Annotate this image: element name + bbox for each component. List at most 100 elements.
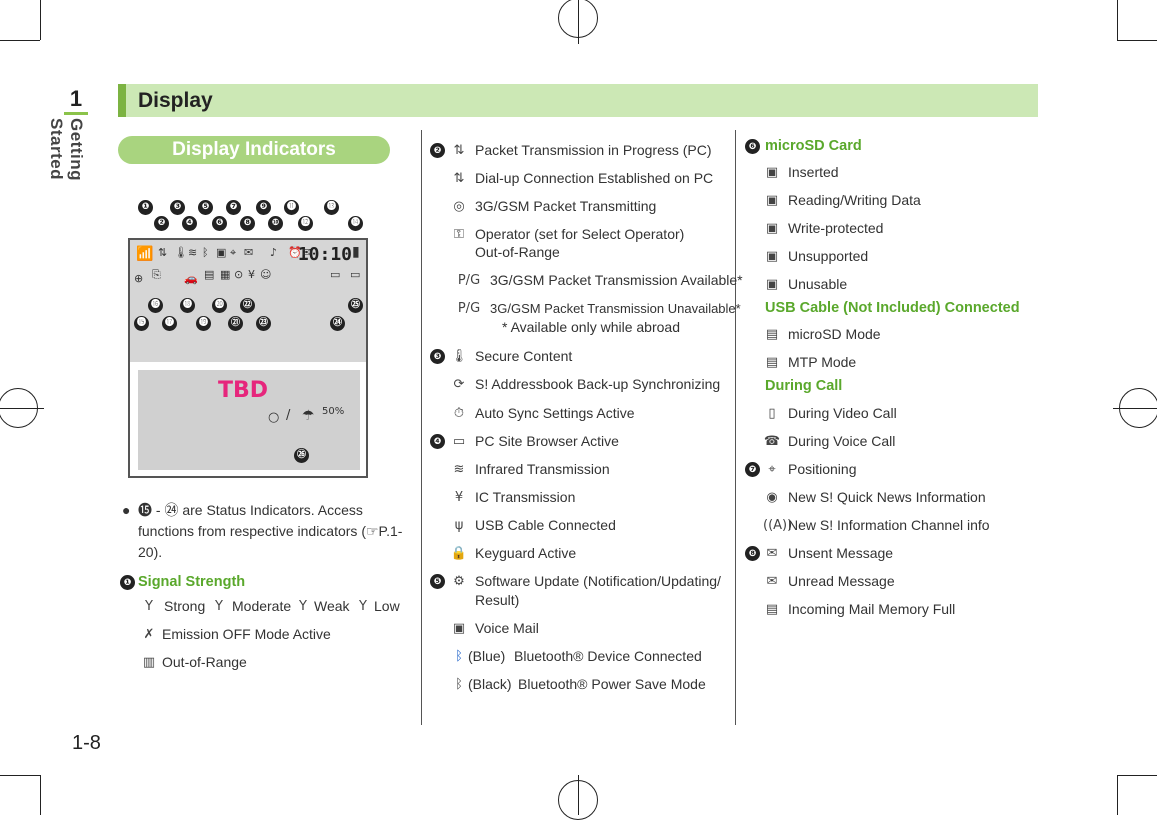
keyguard-label: Keyguard Active (475, 545, 577, 561)
unread-message-icon: ✉ (766, 574, 778, 589)
packet-icon: ⇅ (158, 246, 168, 259)
callout-26: ㉖ (294, 448, 309, 463)
pcsite-label: PC Site Browser Active (475, 433, 619, 449)
packet-pc-label: Packet Transmission in Progress (PC) (475, 142, 712, 158)
abroad-note: * Available only while abroad (502, 319, 680, 335)
callout-20: ⓴ (212, 298, 227, 313)
channel-label: New S! Information Channel info (788, 517, 990, 533)
microsd-heading: microSD Card (765, 138, 862, 154)
infrared-icon: ≋ (188, 246, 198, 259)
usb-mtp-mode: MTP Mode (788, 354, 857, 370)
status-icon: ⎘ (152, 268, 161, 281)
callout-24: ㉔ (330, 316, 345, 331)
status-icon: ⊕ (134, 272, 144, 285)
infrared-icon: ≋ (453, 462, 465, 477)
item-number: ❻ (745, 139, 760, 154)
item-number: ❹ (430, 434, 445, 449)
bluetooth-black-icon: ᛒ (455, 677, 463, 692)
callout-25: ㉕ (348, 298, 363, 313)
out-of-range-icon: ▥ (142, 655, 156, 670)
gsm-tx-icon: ◎ (453, 199, 465, 214)
positioning-icon: ⌖ (768, 462, 776, 477)
news-label: New S! Quick News Information (788, 489, 986, 505)
gsm-avail-icon: P/G (457, 273, 481, 288)
emission-off-icon: ✗ (143, 627, 155, 642)
tbd-label: TBD (218, 378, 269, 403)
microsd-rw-icon: ▣ (765, 193, 779, 208)
dialup-label: Dial-up Connection Established on PC (475, 170, 714, 186)
standby-area (138, 370, 360, 470)
autosync-label: Auto Sync Settings Active (475, 405, 635, 421)
lock-icon: 🔒 (450, 546, 468, 561)
chapter-number: 1 (64, 86, 88, 115)
emission-off-label: Emission OFF Mode Active (162, 626, 331, 642)
callout-9: ❾ (256, 200, 271, 215)
callout-18: ⓲ (180, 298, 195, 313)
column-divider (735, 130, 736, 725)
ic-icon: ¥ (454, 490, 464, 505)
voicemail-icon: ▣ (452, 621, 466, 636)
operator-label: Operator (set for Select Operator) (475, 226, 685, 242)
chapter-title: Getting Started (47, 118, 86, 181)
microsd-protected: Write-protected (788, 220, 884, 236)
crop-mark (0, 40, 40, 41)
crop-mark (0, 408, 44, 409)
callout-5: ❺ (198, 200, 213, 215)
voice-call-label: During Voice Call (788, 433, 896, 449)
item-number: ❺ (430, 574, 445, 589)
usb-microsd-icon: ▤ (765, 327, 779, 342)
callout-1: ❶ (138, 200, 153, 215)
phone-screen-illustration: 10:10 📶 ⇅ 🌡 ≋ ᛒ ▣ ⌖ ✉ ♪ ⏰ ✉ ▮ ⊕ ⎘ 🚗 ▤ ▦ … (128, 238, 368, 478)
pen-icon: / (286, 408, 291, 423)
pc-site-icon: ▭ (452, 434, 466, 449)
voicemail-label: Voice Mail (475, 620, 539, 636)
memfull-label: Incoming Mail Memory Full (788, 601, 956, 617)
secure-label: Secure Content (475, 348, 573, 364)
crop-mark (1113, 408, 1157, 409)
memory-full-icon: ▤ (765, 602, 779, 617)
note-text: ⓯ - ㉔ are Status Indicators. Access func… (138, 502, 403, 560)
signal-icon: 📶 (136, 246, 154, 262)
infrared-label: Infrared Transmission (475, 461, 610, 477)
page-title: Display (118, 84, 1038, 117)
out-of-range-label: Out-of-Range (162, 654, 247, 670)
strength-moderate: Moderate (232, 598, 292, 614)
callout-8: ❽ (240, 216, 255, 231)
signal-moderate-icon: Y (215, 599, 223, 614)
secure-icon: 🌡 (450, 349, 468, 364)
backup-label: S! Addressbook Back-up Synchronizing (475, 376, 721, 392)
callout-12: ⓬ (298, 216, 313, 231)
operator-icon: ⚿ (454, 227, 464, 242)
bt-black-color: (Black) (468, 676, 512, 692)
status-icon: ▦ (220, 268, 231, 281)
rain-chance-icon: 50% (322, 406, 345, 417)
battery-icon: ▮ (352, 244, 360, 260)
item-number: ❼ (745, 462, 760, 477)
yen-icon: ¥ (248, 268, 255, 281)
alarm-icon: ⏰ (288, 246, 302, 259)
packet-pc-icon: ⇅ (453, 143, 465, 158)
callout-21: ㉑ (228, 316, 243, 331)
status-icon: ▤ (204, 268, 215, 281)
microsd-protected-icon: ▣ (765, 221, 779, 236)
bt-blue-color: (Blue) (468, 648, 506, 664)
callout-15: ⓯ (134, 316, 149, 331)
crop-mark (40, 775, 41, 815)
usb-label: USB Cable Connected (475, 517, 616, 533)
sound-icon: ♪ (270, 246, 278, 259)
positioning-label: Positioning (788, 461, 857, 477)
gsm-avail-label: 3G/GSM Packet Transmission Available* (490, 272, 743, 288)
microsd-inserted: Inserted (788, 164, 839, 180)
bt-black-label: Bluetooth® Power Save Mode (518, 676, 706, 692)
voice-call-icon: ☎ (763, 434, 781, 449)
car-icon: 🚗 (184, 272, 198, 285)
usb-mtp-icon: ▤ (765, 355, 779, 370)
gsm-tx-label: 3G/GSM Packet Transmitting (475, 198, 657, 214)
unread-label: Unread Message (788, 573, 895, 589)
callout-19: ⓳ (196, 316, 211, 331)
strength-low: Low (374, 598, 400, 614)
microsd-rw: Reading/Writing Data (788, 192, 921, 208)
crop-mark (578, 775, 579, 815)
news-icon: ◉ (766, 490, 778, 505)
crop-mark (1117, 775, 1118, 815)
